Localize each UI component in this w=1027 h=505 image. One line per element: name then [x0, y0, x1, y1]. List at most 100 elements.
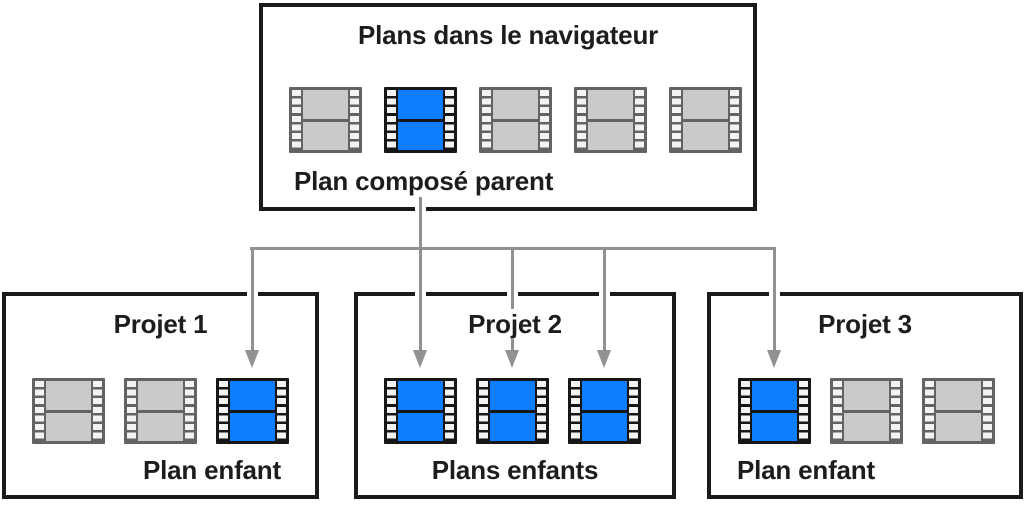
connector-parent-line — [419, 197, 422, 351]
filmstrip-icon — [922, 378, 995, 444]
browser-box-title-text: Plans dans le navigateur — [350, 20, 666, 50]
film-frames — [490, 381, 535, 441]
film-frames — [683, 90, 728, 150]
film-frame — [490, 381, 535, 410]
film-frame — [303, 90, 348, 119]
film-frame — [588, 90, 633, 119]
film-frames — [398, 381, 443, 441]
arrow-down-icon — [413, 350, 427, 368]
sprocket-holes — [833, 381, 842, 441]
sprocket-holes — [35, 381, 44, 441]
project-2-title: Projet 2 — [358, 309, 672, 339]
sprocket-holes — [387, 90, 396, 150]
sprocket-holes — [925, 381, 934, 441]
filmstrip-icon — [289, 87, 362, 153]
sprocket-holes — [672, 90, 681, 150]
film-frame — [138, 412, 183, 441]
film-frame — [398, 412, 443, 441]
film-frame — [398, 121, 443, 150]
film-frames — [493, 90, 538, 150]
filmstrip-icon — [574, 87, 647, 153]
project-3-child-clip-label: Plan enfant — [737, 455, 875, 485]
film-frames — [138, 381, 183, 441]
sprocket-holes — [185, 381, 194, 441]
film-frames — [936, 381, 981, 441]
film-frames — [844, 381, 889, 441]
filmstrip-icon-highlighted — [738, 378, 811, 444]
film-frame — [398, 90, 443, 119]
sprocket-holes — [537, 381, 546, 441]
sprocket-holes — [445, 90, 454, 150]
sprocket-holes — [387, 381, 396, 441]
sprocket-holes — [482, 90, 491, 150]
browser-clip-row — [263, 87, 753, 153]
film-frames — [752, 381, 797, 441]
sprocket-holes — [127, 381, 136, 441]
project-1-box: Projet 1 Plan enfant — [2, 292, 319, 499]
film-frame — [490, 412, 535, 441]
parent-compound-clip-label: Plan composé parent — [294, 166, 554, 196]
connector-line-project-2b — [511, 247, 514, 351]
sprocket-holes — [350, 90, 359, 150]
filmstrip-icon-highlighted — [476, 378, 549, 444]
filmstrip-icon-highlighted — [568, 378, 641, 444]
film-frame — [303, 121, 348, 150]
film-frame — [398, 381, 443, 410]
project-1-title-text: Projet 1 — [106, 309, 215, 339]
filmstrip-icon — [669, 87, 742, 153]
sprocket-holes — [629, 381, 638, 441]
sprocket-holes — [571, 381, 580, 441]
film-frame — [493, 121, 538, 150]
film-frame — [588, 121, 633, 150]
film-frames — [230, 381, 275, 441]
film-frames — [46, 381, 91, 441]
connector-line-project-2c — [603, 247, 606, 351]
project-3-box: Projet 3 Plan enfant — [707, 292, 1023, 499]
film-frame — [582, 412, 627, 441]
connector-line-project-1 — [251, 247, 254, 351]
filmstrip-icon-highlighted — [384, 87, 457, 153]
filmstrip-icon — [124, 378, 197, 444]
arrow-down-icon — [597, 350, 611, 368]
film-frame — [936, 412, 981, 441]
browser-box-title: Plans dans le navigateur — [263, 20, 753, 50]
sprocket-holes — [277, 381, 286, 441]
arrow-down-icon — [245, 350, 259, 368]
film-frame — [752, 381, 797, 410]
film-frame — [683, 90, 728, 119]
project-2-clip-row — [358, 378, 672, 444]
project-1-child-clip-label: Plan enfant — [143, 455, 281, 485]
film-frame — [138, 381, 183, 410]
project-1-title: Projet 1 — [6, 309, 315, 339]
filmstrip-icon-highlighted — [216, 378, 289, 444]
connector-line-project-3 — [773, 247, 776, 351]
filmstrip-icon — [479, 87, 552, 153]
project-3-title-text: Projet 3 — [811, 309, 919, 339]
film-frames — [303, 90, 348, 150]
sprocket-holes — [635, 90, 644, 150]
film-frame — [752, 412, 797, 441]
film-frame — [582, 381, 627, 410]
film-frame — [844, 412, 889, 441]
project-3-title: Projet 3 — [711, 309, 1019, 339]
filmstrip-icon-highlighted — [384, 378, 457, 444]
film-frame — [230, 381, 275, 410]
project-2-box: Projet 2 Plans enfants — [354, 292, 676, 499]
sprocket-holes — [219, 381, 228, 441]
film-frame — [46, 412, 91, 441]
sprocket-holes — [730, 90, 739, 150]
arrow-down-icon — [505, 350, 519, 368]
sprocket-holes — [540, 90, 549, 150]
film-frames — [398, 90, 443, 150]
film-frame — [493, 90, 538, 119]
project-2-title-text: Projet 2 — [461, 309, 569, 339]
sprocket-holes — [577, 90, 586, 150]
project-3-clip-row — [711, 378, 1019, 444]
project-1-clip-row — [6, 378, 315, 444]
film-frame — [230, 412, 275, 441]
sprocket-holes — [741, 381, 750, 441]
arrow-down-icon — [767, 350, 781, 368]
sprocket-holes — [891, 381, 900, 441]
sprocket-holes — [292, 90, 301, 150]
sprocket-holes — [983, 381, 992, 441]
